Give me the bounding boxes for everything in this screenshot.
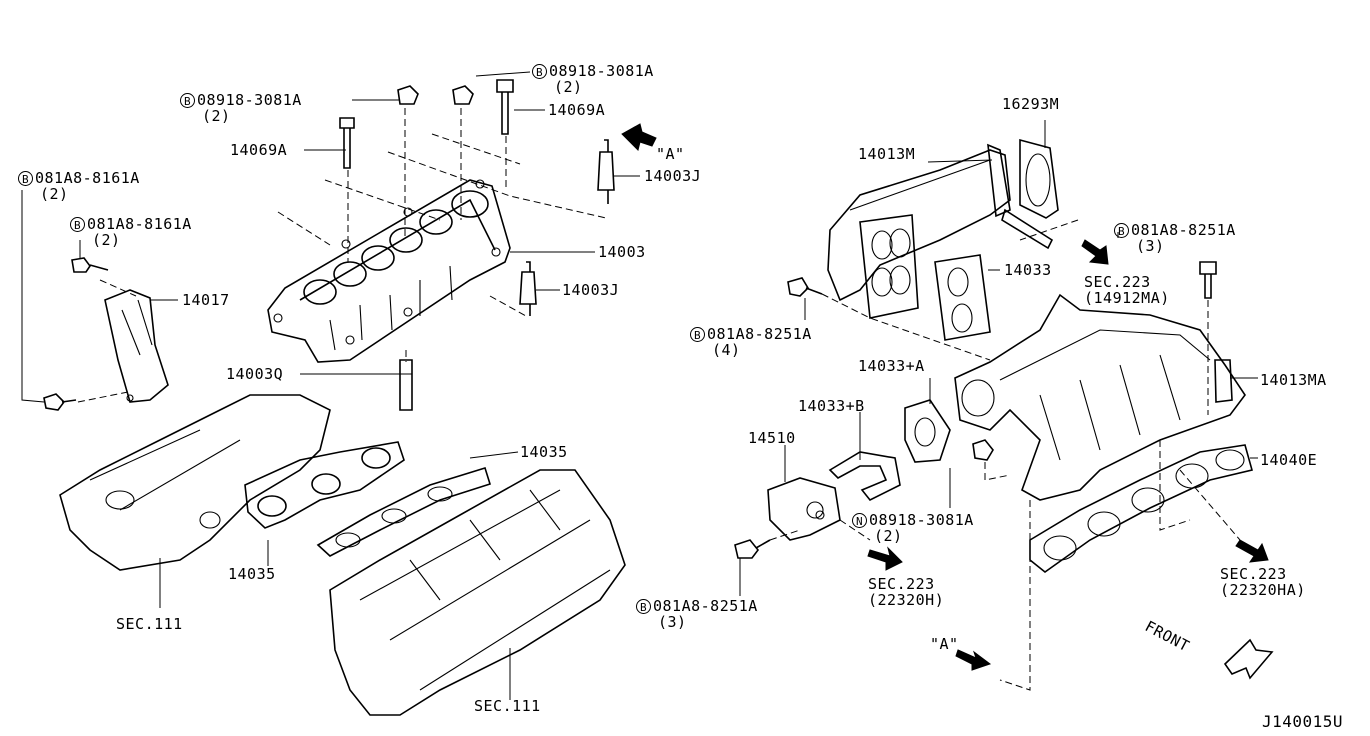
alignment-lines-right [769,219,1241,691]
direction-arrows [621,123,1274,680]
label-view-a-bottom: "A" [930,635,959,653]
b-circle-icon: B [636,599,651,614]
label-14013ma: 14013MA [1260,371,1327,389]
b-circle-icon: B [180,93,195,108]
leader-lines [21,71,1258,700]
label-view-a-top: "A" [656,145,685,163]
label-sec-223-14912ma: SEC.223 (14912MA) [1084,274,1170,306]
part-qty: (3) [658,613,687,631]
bolts-studs-left [339,79,615,411]
sec-part: (14912MA) [1084,289,1170,307]
cylinder-head-right-drawing [329,469,626,716]
diagram-code: J140015U [1262,712,1344,731]
part-qty: (3) [1136,237,1165,255]
b-circle-icon: B [690,327,705,342]
gasket-14035-left [244,441,405,529]
label-14035-top: 14035 [520,443,568,461]
label-14069a-left: 14069A [230,141,288,159]
label-14510: 14510 [748,429,796,447]
gasket-14035-right [316,467,492,557]
part-code: 081A8-8251A [1131,221,1236,239]
label-sec-111-left: SEC.111 [116,615,183,633]
n-circle-icon: N [852,513,867,528]
collector-14013m-drawing [827,143,1011,319]
lower-intake-manifold-drawing [267,179,511,363]
intake-manifold-14013ma-drawing [954,293,1246,501]
part-code: 081A8-8251A [653,597,758,615]
label-14033-b: 14033+B [798,397,865,415]
bracket-14017-drawing [43,257,169,411]
label-sec-223-22320h: SEC.223 (22320H) [868,576,944,608]
sec-ref: SEC.223 [1220,565,1287,583]
part-code: 081A8-8251A [707,325,812,343]
part-qty: (2) [92,231,121,249]
part-code: 08918-3081A [549,62,654,80]
b-circle-icon: B [532,64,547,79]
part-qty: (2) [40,185,69,203]
part-qty: (2) [202,107,231,125]
b-circle-icon: B [1114,223,1129,238]
gasket-14033a-drawing [904,399,951,463]
part-qty: (2) [554,78,583,96]
cylinder-head-left-drawing [59,394,331,571]
part-code: 08918-3081A [197,91,302,109]
label-14003j-lower: 14003J [562,281,620,299]
part-code: 081A8-8161A [87,215,192,233]
sec-ref: SEC.223 [868,575,935,593]
part-qty: (4) [712,341,741,359]
label-14033-a: 14033+A [858,357,925,375]
label-14013m: 14013M [858,145,916,163]
label-14003j-top: 14003J [644,167,702,185]
label-14033: 14033 [1004,261,1052,279]
gasket-16293m-drawing [1001,138,1059,250]
gasket-14033b-drawing [828,451,901,502]
gasket-14033-drawing [934,254,991,341]
gasket-14040e-drawing [1029,444,1253,574]
sec-part: (22320HA) [1220,581,1306,599]
bolts-right [787,261,1217,461]
sec-part: (22320H) [868,591,945,609]
label-14003: 14003 [598,243,646,261]
label-14040e: 14040E [1260,451,1318,469]
label-14017: 14017 [182,291,230,309]
alignment-lines-left [277,108,607,362]
b-circle-icon: B [70,217,85,232]
valve-14510-drawing [734,477,841,559]
sec-ref: SEC.223 [1084,273,1151,291]
label-sec-223-22320ha: SEC.223 (22320HA) [1220,566,1306,598]
part-code: 081A8-8161A [35,169,140,187]
part-qty: (2) [874,527,903,545]
label-14003q: 14003Q [226,365,284,383]
part-code: 08918-3081A [869,511,974,529]
b-circle-icon: B [18,171,33,186]
label-14069a-right: 14069A [548,101,606,119]
label-14035-left: 14035 [228,565,276,583]
label-16293m: 16293M [1002,95,1060,113]
label-sec-111-right: SEC.111 [474,697,541,715]
